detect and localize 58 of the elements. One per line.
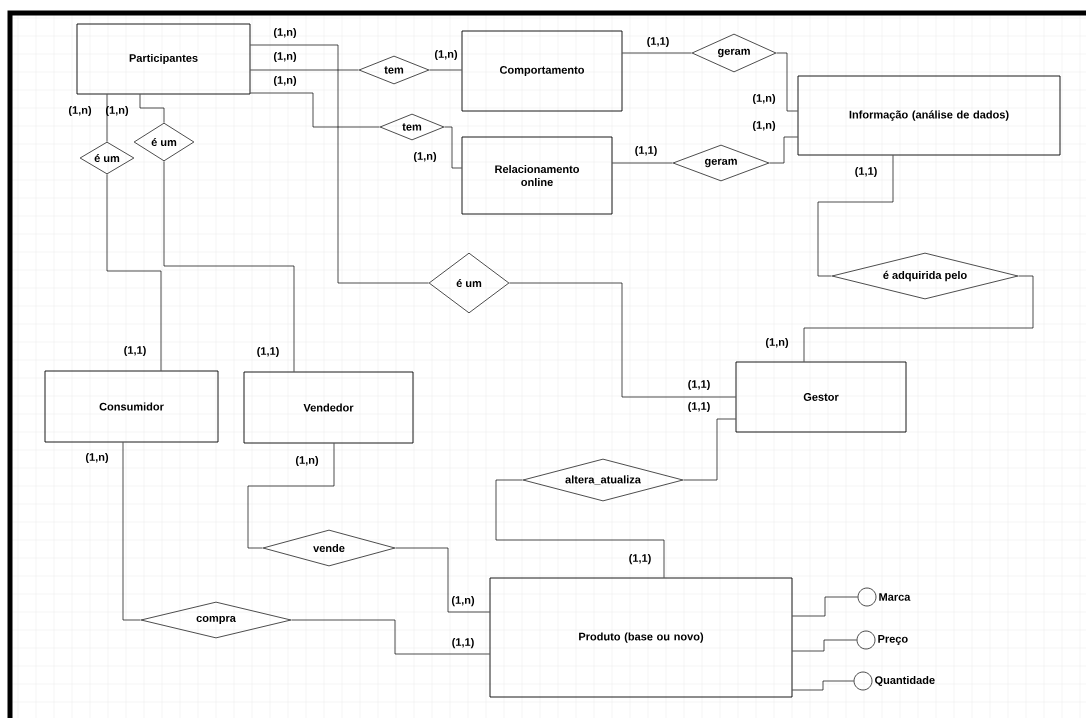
entity-box: Consumidor — [44, 370, 219, 443]
node-label: Marca — [879, 593, 911, 601]
connector-line — [817, 155, 894, 277]
cardinality-label: (1,n) — [273, 75, 297, 87]
connector-line — [803, 275, 1034, 362]
cardinality-label: (1,1) — [635, 145, 657, 157]
cardinality-label: (1,1) — [688, 401, 710, 413]
entity-box: Produto (base ou novo) — [489, 577, 793, 698]
cardinality-label: (1,n) — [413, 151, 437, 163]
entity-box: Gestor — [735, 361, 907, 433]
connector-line — [106, 94, 108, 142]
connector-line — [247, 443, 335, 549]
cardinality-label: (1,1) — [647, 36, 669, 48]
connector-line — [622, 52, 692, 54]
cardinality-label: (1,n) — [85, 452, 109, 464]
cardinality-label: (1,1) — [124, 345, 146, 357]
cardinality-label: (1,1) — [688, 379, 710, 391]
connector-line — [429, 69, 462, 71]
connector-line — [792, 680, 854, 691]
connector-line — [444, 126, 462, 169]
entity-box: Comportamento — [461, 30, 623, 112]
cardinality-label: (1,1) — [257, 346, 279, 358]
connector-line — [122, 442, 141, 621]
connector-line — [612, 162, 673, 164]
cardinality-label: (1,n) — [752, 93, 776, 105]
cardinality-label: (1,1) — [452, 637, 474, 649]
connector-line — [769, 136, 798, 164]
cardinality-label: (1,n) — [434, 49, 458, 61]
connector-line — [250, 69, 359, 71]
connector-line — [495, 479, 665, 578]
connector-line — [250, 44, 429, 284]
connector-line — [776, 52, 798, 112]
cardinality-label: (1,n) — [451, 595, 475, 607]
cardinality-label: (1,n) — [295, 455, 319, 467]
connector-line — [792, 639, 857, 652]
connector-line — [509, 282, 736, 398]
node-label: Quantidade — [875, 675, 935, 687]
connector-line — [395, 547, 490, 613]
cardinality-label: (1,1) — [629, 553, 651, 565]
entity-box: Participantes — [76, 23, 251, 95]
connector-line — [106, 174, 162, 371]
cardinality-label: (1,n) — [105, 105, 129, 117]
cardinality-label: (1,n) — [68, 105, 92, 117]
connector-line — [250, 92, 380, 128]
entity-box: Relacionamento online — [461, 136, 613, 215]
cardinality-label: (1,n) — [273, 51, 297, 63]
entity-box: Vendedor — [243, 371, 414, 444]
entity-box: Informação (análise de dados) — [797, 75, 1061, 156]
connector-line — [163, 161, 295, 372]
connector-line — [291, 619, 490, 655]
cardinality-label: (1,n) — [752, 120, 776, 132]
node-label: Preço — [878, 635, 908, 645]
cardinality-label: (1,n) — [765, 337, 789, 349]
connector-line — [683, 418, 736, 481]
connector-line — [139, 94, 165, 123]
connector-line — [792, 596, 858, 617]
cardinality-label: (1,n) — [273, 27, 297, 39]
cardinality-label: (1,1) — [855, 166, 877, 178]
